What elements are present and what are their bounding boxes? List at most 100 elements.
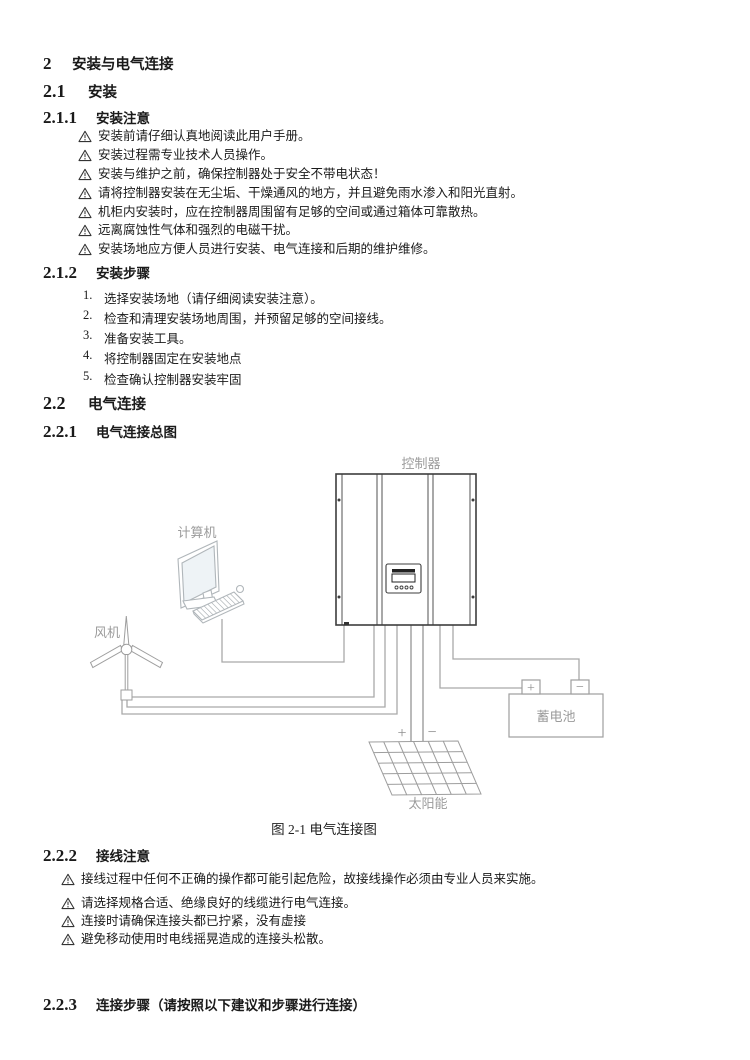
step-item: 2.检查和清理安装场地周围，并预留足够的空间接线。 — [83, 308, 392, 328]
blade-up — [123, 615, 130, 648]
heading-number: 2.1 — [43, 81, 66, 101]
heading-title: 连接步骤（请按照以下建议和步骤进行连接） — [96, 998, 366, 1013]
heading-number: 2.2.1 — [43, 422, 77, 441]
wires — [121, 619, 580, 742]
install-step-list: 1. 选择安装场地（请仔细阅读安装注意）。 2.检查和清理安装场地周围，并预留足够… — [83, 288, 392, 389]
warning-triangle-icon — [61, 933, 75, 946]
step-text: 准备安装工具。 — [104, 332, 192, 346]
warning-item: 请将控制器安装在无尘垢、干燥通风的地方，并且避免雨水渗入和阳光直射。 — [78, 186, 523, 205]
warning-text: 远离腐蚀性气体和强烈的电磁干扰。 — [98, 223, 299, 238]
heading-title: 安装步骤 — [96, 266, 150, 281]
warning-triangle-icon — [78, 244, 92, 256]
heading-title: 安装与电气连接 — [72, 57, 174, 73]
heading-2-2: 2.2 电气连接 — [43, 393, 146, 414]
install-warning-list: 安装前请仔细认真地阅读此用户手册。 安装过程需专业技术人员操作。 安装与维护之前… — [78, 129, 523, 261]
warning-triangle-icon — [61, 873, 75, 886]
heading-number: 2.2.3 — [43, 995, 77, 1014]
monitor-screen — [181, 545, 217, 604]
controller-label: 控制器 — [401, 456, 440, 471]
warning-triangle-icon — [78, 168, 92, 180]
battery-plus-sign: + — [527, 681, 535, 696]
step-text: 检查和清理安装场地周围，并预留足够的空间接线。 — [104, 312, 392, 326]
warning-item: 机柜内安装时，应在控制器周围留有足够的空间或通过箱体可靠散热。 — [78, 205, 523, 224]
controller-display — [385, 563, 422, 594]
warning-text: 机柜内安装时，应在控制器周围留有足够的空间或通过箱体可靠散热。 — [98, 204, 486, 219]
warning-item: 避免移动使用时电线摇晃造成的连接头松散。 — [61, 932, 544, 947]
warning-triangle-icon — [78, 225, 92, 237]
computer-label: 计算机 — [177, 525, 216, 540]
wind-wire-1 — [132, 625, 375, 698]
warning-triangle-icon — [78, 149, 92, 161]
step-item: 4.将控制器固定在安装地点 — [83, 348, 392, 368]
wind-wire-2 — [126, 625, 386, 708]
battery-wire-minus — [452, 625, 580, 681]
warning-text: 请将控制器安装在无尘垢、干燥通风的地方，并且避免雨水渗入和阳光直射。 — [98, 185, 524, 200]
warning-item: 连接时请确保连接头都已拧紧，没有虚接 — [61, 914, 544, 929]
warning-item: 安装过程需专业技术人员操作。 — [78, 148, 523, 167]
heading-number: 2.1.2 — [43, 263, 77, 282]
warning-item: 安装场地应方便人员进行安装、电气连接和后期的维护维修。 — [78, 242, 523, 261]
warning-text: 请选择规格合适、绝缘良好的线缆进行电气连接。 — [81, 896, 357, 910]
battery-label: 蓄电池 — [536, 709, 575, 724]
warning-text: 避免移动使用时电线摇晃造成的连接头松散。 — [81, 932, 332, 946]
warning-triangle-icon — [61, 897, 75, 910]
heading-2-2-1: 2.2.1 电气连接总图 — [43, 421, 177, 442]
warning-triangle-icon — [78, 206, 92, 218]
battery-terminal-minus — [570, 679, 590, 695]
blade-left — [89, 644, 124, 669]
heading-2-2-3: 2.2.3 连接步骤（请按照以下建议和步骤进行连接） — [43, 994, 366, 1015]
heading-title: 电气连接 — [88, 397, 146, 413]
computer-wire — [221, 619, 345, 663]
computer-icon: 计算机 — [177, 525, 245, 624]
figure-caption: 图 2-1 电气连接图 — [271, 822, 377, 837]
warning-text: 安装与维护之前，确保控制器处于安全不带电状态！ — [98, 166, 386, 181]
warning-text: 安装场地应方便人员进行安装、电气连接和后期的维护维修。 — [98, 242, 436, 257]
battery-body — [508, 693, 604, 738]
warning-text: 接线过程中任何不正确的操作都可能引起危险，故接线操作必须由专业人员来实施。 — [81, 872, 544, 886]
battery-minus-sign: − — [576, 680, 584, 695]
heading-title: 接线注意 — [96, 849, 150, 864]
solar-plus-sign: + — [397, 725, 406, 742]
warning-item: 接线过程中任何不正确的操作都可能引起危险，故接线操作必须由专业人员来实施。 — [61, 872, 544, 887]
heading-2-1: 2.1 安装 — [43, 81, 117, 102]
warning-text: 安装前请仔细认真地阅读此用户手册。 — [98, 129, 311, 143]
step-text: 选择安装场地（请仔细阅读安装注意）。 — [104, 292, 323, 306]
electrical-connection-diagram: 控制器 计算机 — [89, 456, 604, 811]
wiring-warning-list: 接线过程中任何不正确的操作都可能引起危险，故接线操作必须由专业人员来实施。 请选… — [61, 872, 544, 947]
heading-number: 2.2.2 — [43, 846, 77, 865]
wind-wire-3 — [121, 625, 398, 715]
heading-number: 2.2 — [43, 393, 66, 413]
blade-right — [129, 644, 164, 669]
warning-text: 安装过程需专业技术人员操作。 — [98, 147, 274, 162]
warning-item: 安装与维护之前，确保控制器处于安全不带电状态！ — [78, 167, 523, 186]
warning-triangle-icon — [61, 915, 75, 928]
battery-terminal-plus — [521, 679, 541, 695]
warning-triangle-icon — [78, 187, 92, 199]
step-number: 4. — [83, 348, 93, 362]
battery-wire-plus — [439, 625, 522, 689]
wind-turbine-icon: 风机 — [89, 615, 164, 701]
step-number: 1. — [83, 288, 93, 302]
step-item: 1. 选择安装场地（请仔细阅读安装注意）。 — [83, 288, 392, 308]
heading-2-1-2: 2.1.2 安装步骤 — [43, 262, 150, 283]
wind-label: 风机 — [94, 625, 120, 640]
warning-item: 请选择规格合适、绝缘良好的线缆进行电气连接。 — [61, 896, 544, 911]
solar-panel-icon: + − 太阳能 — [368, 724, 482, 811]
mouse — [235, 584, 245, 594]
heading-title: 安装注意 — [96, 111, 150, 126]
controller-box: 控制器 — [335, 456, 477, 626]
step-text: 检查确认控制器安装牢固 — [104, 373, 242, 387]
heading-2-2-2: 2.2.2 接线注意 — [43, 845, 150, 866]
heading-title: 安装 — [88, 85, 117, 101]
warning-text: 连接时请确保连接头都已拧紧，没有虚接 — [81, 914, 307, 928]
warning-item: 远离腐蚀性气体和强烈的电磁干扰。 — [78, 223, 523, 242]
turbine-base — [120, 689, 133, 701]
battery-icon: + − 蓄电池 — [508, 679, 604, 738]
solar-label: 太阳能 — [408, 796, 447, 811]
step-number: 5. — [83, 369, 93, 383]
heading-title: 电气连接总图 — [96, 425, 177, 440]
keyboard-keys — [196, 593, 240, 619]
